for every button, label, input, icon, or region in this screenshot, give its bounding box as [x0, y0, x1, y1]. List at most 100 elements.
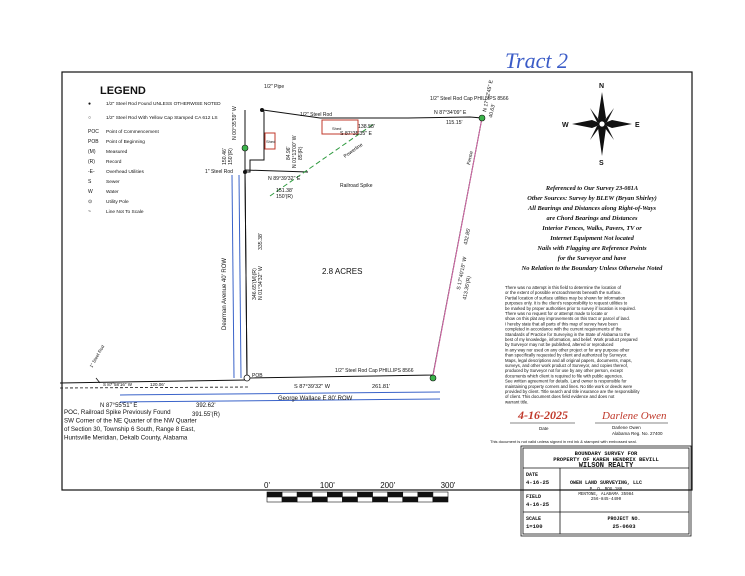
- scale-bar: 0'100'200'300': [264, 481, 456, 503]
- legend-symbol: ○: [88, 115, 91, 121]
- boundary-line: [244, 109, 483, 379]
- sw-tie-line: [95, 377, 101, 384]
- label-road-south: George Wallace E 80' ROW: [278, 396, 353, 402]
- legend-symbol: ~: [88, 209, 91, 215]
- certification-line: or the extent of possible encroachments …: [505, 290, 622, 295]
- signature-date-handwritten: 4-16-2025: [517, 408, 568, 422]
- legend-text: Overhead Utilities: [106, 169, 144, 175]
- distance-138: 138.58': [358, 124, 375, 130]
- scale-block: [402, 491, 419, 498]
- certification-line: provided by client. Title search and tit…: [505, 389, 640, 394]
- label-pob: POB: [252, 373, 263, 379]
- reference-note-line: are Chord Bearings and Distances: [547, 215, 638, 222]
- certification-line: There was no request for or attempt made…: [505, 311, 608, 316]
- scale-block: [402, 496, 419, 503]
- certification-line: by Surveyor may not be published, altere…: [505, 342, 614, 347]
- arrow-center: [598, 120, 606, 128]
- arrow-sw: [590, 124, 602, 140]
- bearing-n0134: N 01°34'32" W: [258, 266, 264, 300]
- distance-40: 40.63': [488, 103, 497, 118]
- certification-line: be marked by proper authorities prior to…: [505, 306, 636, 311]
- scale-block: [342, 496, 358, 503]
- arrow-se: [602, 124, 614, 140]
- title-line-1: BOUNDARY SURVEY FOR: [575, 450, 638, 457]
- legend-text: Point of Beginning: [106, 139, 145, 145]
- bearing-n8755: N 87°55'51" E: [100, 403, 137, 409]
- road-west-edge-1: [231, 174, 235, 379]
- label-railroad-spike: Railroad Spike: [340, 183, 373, 189]
- road-west-edge-2: [238, 174, 242, 379]
- distance-432: 432.85': [463, 228, 472, 246]
- title-field-label: FIELD: [526, 494, 541, 500]
- scale-block: [387, 491, 404, 498]
- title-addr2: MENTONE, ALABAMA 35984: [578, 493, 634, 497]
- scale-block: [432, 496, 449, 503]
- title-block: [520, 445, 692, 537]
- reference-note-line: Nails with Flagging are Reference Points: [536, 245, 647, 252]
- marker-pipe: [260, 108, 264, 112]
- marker-nw: [241, 144, 249, 152]
- legend-symbol: POB: [88, 139, 99, 145]
- south-extension-2: [59, 386, 251, 389]
- poc-note-line: POC, Railroad Spike Previously Found: [64, 409, 171, 416]
- scale-block: [372, 496, 388, 503]
- scale-block: [342, 491, 358, 498]
- scale-tick-label: 0': [264, 481, 270, 490]
- label-shed2: Shed: [266, 139, 275, 144]
- north-arrow: N S E W: [562, 83, 640, 167]
- poc-note-line: Huntsville Meridian, Dekalb County, Alab…: [64, 435, 188, 442]
- title-line-3: WILSON REALTY: [579, 462, 634, 470]
- bearing-n8734: N 87°34'09" E: [434, 110, 467, 116]
- marker-se: [429, 374, 437, 382]
- south-extension: [59, 379, 248, 384]
- shed-1: [321, 119, 359, 135]
- legend-symbol: W: [88, 189, 93, 195]
- signature-date-label: Date: [539, 426, 549, 431]
- arrow-s: [598, 118, 606, 156]
- legend-symbol: S: [88, 179, 92, 185]
- legend: LEGEND ●1/2" Steel Rod Found UNLESS OTHE…: [88, 85, 221, 215]
- marker-pob: [243, 374, 251, 382]
- legend-text: Utility Pole: [106, 199, 129, 205]
- tract-label: Tract 2: [505, 48, 568, 73]
- marker-ne: [478, 114, 486, 122]
- certification-line: show on this plat any improvements on th…: [505, 316, 630, 321]
- certification-line: maintaining property corners and lines. …: [505, 384, 633, 389]
- sheds: [264, 119, 359, 150]
- scale-block: [266, 491, 283, 498]
- distance-151: 151.38': [276, 188, 293, 194]
- distance-150r2: 150'(R): [276, 194, 293, 200]
- distance-391r: 391.55'(R): [192, 412, 220, 418]
- reference-note-line: Internet Equipment Not located: [549, 235, 634, 242]
- compass-w: W: [562, 122, 569, 129]
- road-south-edge-2: [119, 398, 441, 403]
- legend-items: ●1/2" Steel Rod Found UNLESS OTHERWISE N…: [88, 101, 221, 215]
- certification-line: See written agreement for details. Land …: [505, 379, 627, 384]
- scale-block: [281, 491, 298, 498]
- signature-reg: Alabama Reg. No. 27400: [612, 431, 663, 436]
- legend-text: Record: [106, 159, 122, 165]
- label-steel-rod-top: 1/2" Steel Rod: [300, 112, 332, 118]
- arrow-nw: [590, 108, 602, 124]
- distance-150-46: 150.46': [222, 148, 228, 165]
- sheet-border: [61, 71, 693, 491]
- certification-line: best of my knowledge, information, and b…: [505, 337, 638, 342]
- distance-261: 261.81': [372, 384, 390, 390]
- scale-block: [387, 496, 404, 503]
- bearing-s8739: S 87°39'32" W: [294, 384, 331, 390]
- distance-84: 84.96': [286, 146, 292, 160]
- label-steel-rod-sw: 1" Steel Rod: [89, 344, 106, 369]
- legend-text: Sewer: [106, 179, 120, 185]
- scale-tick-label: 100': [320, 481, 335, 490]
- boundary: [244, 109, 483, 379]
- bearing-n0113: N 01°13'00" W: [292, 135, 298, 168]
- shed-2: [264, 132, 276, 150]
- bearing-s8735: S 87°35'35" E: [340, 131, 373, 137]
- certification-line: I hereby state that all parts of this ma…: [505, 321, 618, 326]
- certification-line: completed in accordance with the current…: [505, 327, 622, 332]
- legend-title: LEGEND: [100, 85, 146, 97]
- scale-block: [432, 491, 449, 498]
- label-shed: Shed: [332, 126, 341, 131]
